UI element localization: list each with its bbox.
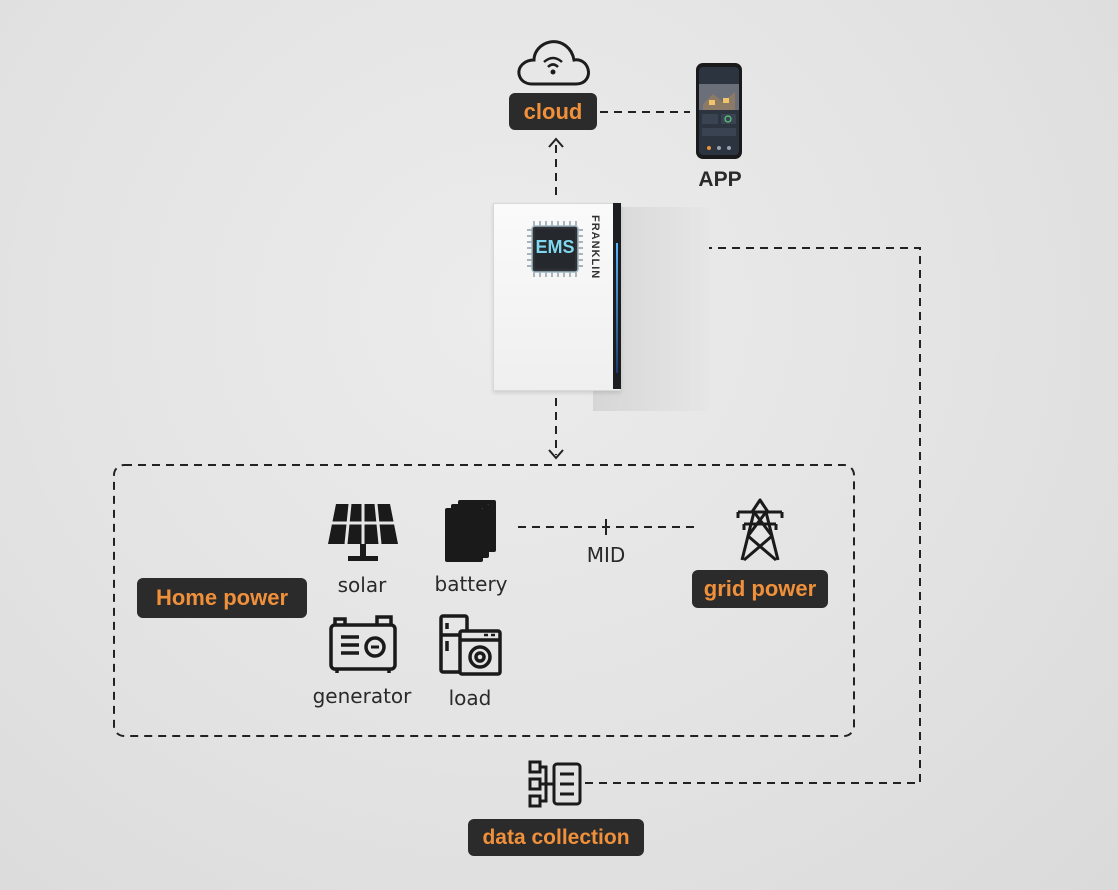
battery-label: battery xyxy=(434,572,508,596)
grid-power-tag: grid power xyxy=(692,570,828,608)
transmission-tower-icon xyxy=(734,498,786,562)
mid-label: MID xyxy=(586,543,626,567)
smartphone-icon xyxy=(695,62,743,160)
data-collection-icon xyxy=(528,760,584,808)
generator-icon xyxy=(327,613,399,675)
home-power-tag: Home power xyxy=(137,578,307,618)
generator-label: generator xyxy=(312,684,412,708)
arrow-up xyxy=(548,137,564,148)
data-collection-tag: data collection xyxy=(468,819,644,856)
arrow-down xyxy=(548,449,564,460)
cloud-wifi-icon xyxy=(514,36,592,88)
ems-unit: FRANKLIN xyxy=(493,203,709,411)
cloud-tag: cloud xyxy=(509,93,597,130)
load-appliance-icon xyxy=(438,613,504,677)
unit-led xyxy=(616,243,618,373)
app-label: APP xyxy=(698,168,742,191)
solar-panel-icon xyxy=(326,502,400,564)
ems-label: EMS xyxy=(535,237,575,257)
load-label: load xyxy=(448,686,492,710)
data-loop xyxy=(585,247,921,784)
ems-chip-icon xyxy=(524,218,586,280)
home-power-box xyxy=(113,464,855,737)
battery-icon xyxy=(442,499,498,563)
solar-label: solar xyxy=(337,573,387,597)
brand-label: FRANKLIN xyxy=(589,215,601,280)
